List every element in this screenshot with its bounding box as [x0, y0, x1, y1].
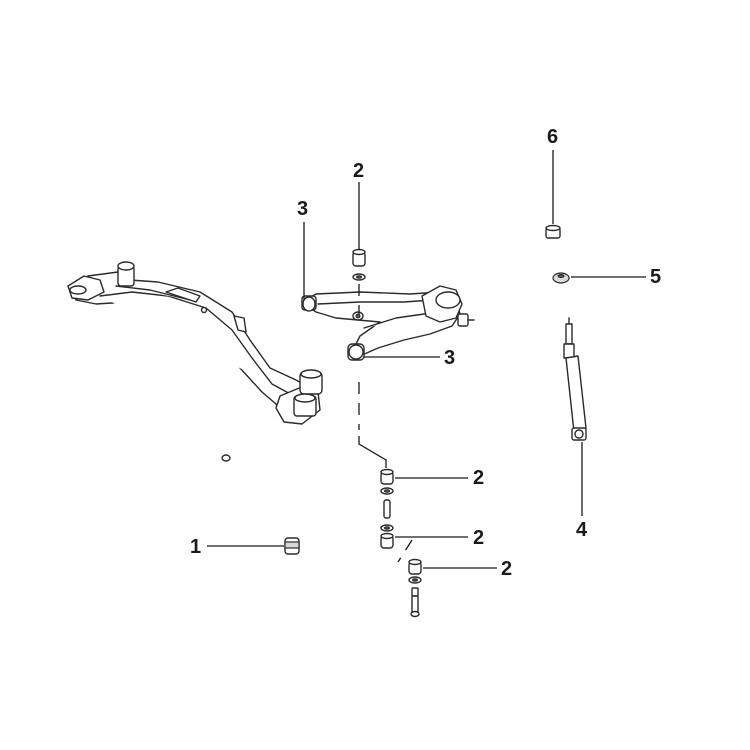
- top-nut: [545, 224, 561, 239]
- callout-4: 4: [576, 519, 588, 541]
- shock-absorber: [563, 317, 587, 441]
- top-bushing: [552, 272, 570, 284]
- stabilizer-bar: [196, 454, 386, 570]
- callout-3-top: 3: [297, 198, 309, 220]
- leader-lines: [207, 150, 646, 569]
- link-stack: [380, 468, 422, 618]
- callout-2-mid: 2: [473, 467, 485, 489]
- callout-2-bottom: 2: [501, 558, 513, 580]
- callout-2-lower: 2: [473, 527, 485, 549]
- stabilizer-bushing: [284, 537, 300, 555]
- callout-3-lower: 3: [444, 347, 456, 369]
- bushing-upper: [352, 248, 366, 281]
- assembly-lines: [358, 284, 413, 563]
- callout-1: 1: [190, 536, 202, 558]
- callout-5: 5: [650, 266, 662, 288]
- lower-control-arm: [301, 285, 475, 361]
- callout-2-top: 2: [353, 160, 365, 182]
- callout-6: 6: [547, 126, 559, 148]
- crossmember: [67, 261, 323, 425]
